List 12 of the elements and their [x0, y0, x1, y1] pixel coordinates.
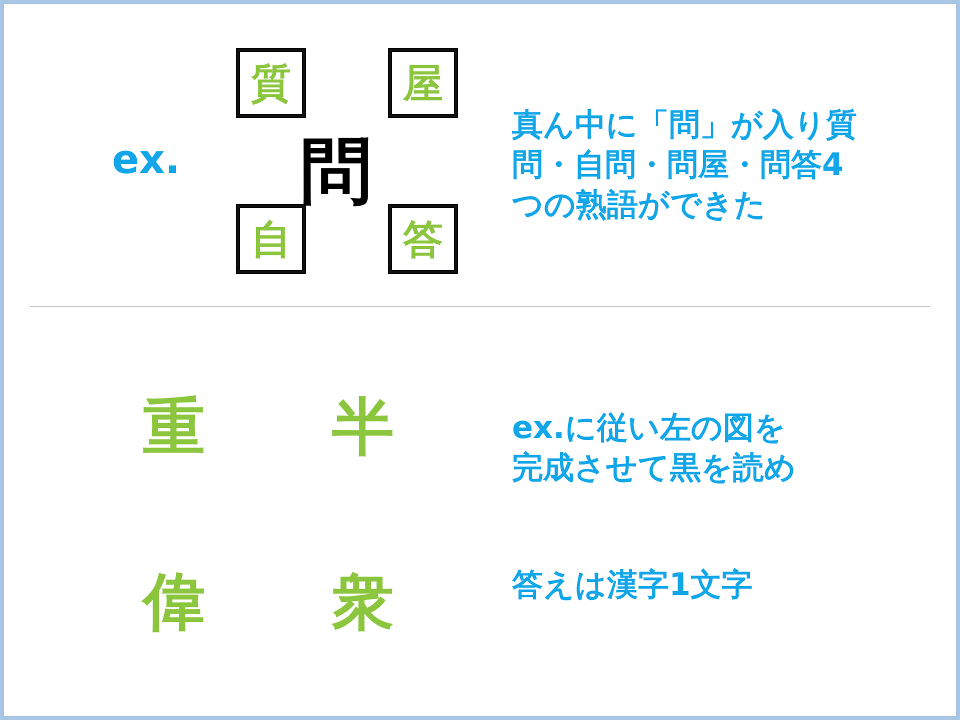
- kanji-character: 偉: [143, 564, 205, 640]
- kanji-box: 屋: [388, 48, 458, 118]
- kanji-character: 衆: [332, 564, 394, 640]
- kanji-character: 重: [143, 389, 205, 465]
- example-label: ex.: [112, 140, 180, 180]
- kanji-box: 質: [236, 48, 306, 118]
- kanji-box: 答: [388, 204, 458, 274]
- kanji-character: 半: [332, 389, 394, 465]
- kanji-box: 自: [236, 204, 306, 274]
- answer-hint-text: 答えは漢字1文字: [512, 566, 754, 605]
- explanation-text: 真ん中に「問」が入り質問・自問・問屋・問答4つの熟語ができた: [512, 106, 858, 225]
- instruction-text: ex.に従い左の図を完成させて黒を読め: [512, 409, 797, 488]
